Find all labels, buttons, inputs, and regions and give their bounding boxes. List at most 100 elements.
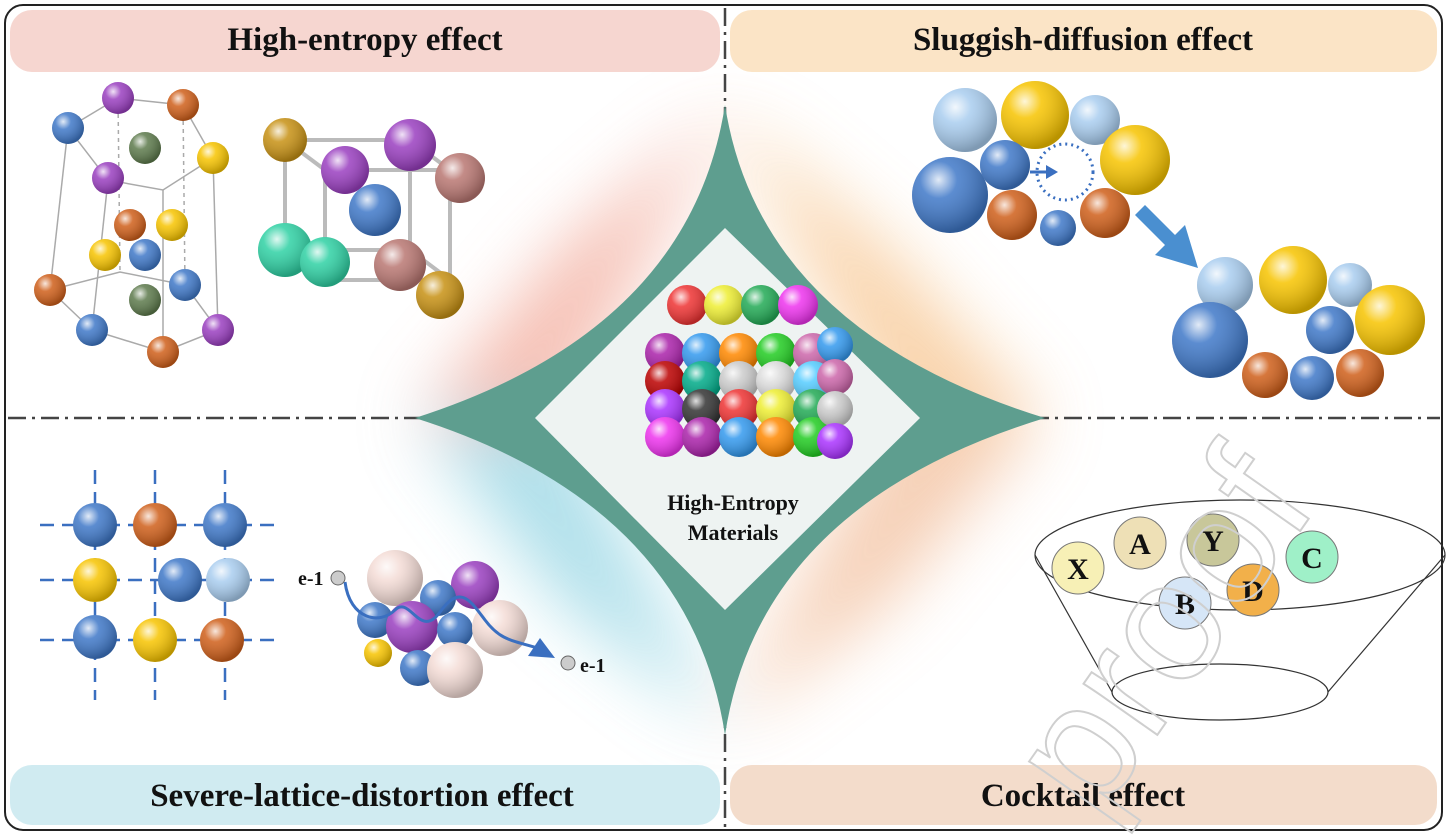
element-circle [1158,576,1212,630]
sphere-highlight [206,558,250,602]
sphere-highlight [133,618,177,662]
sphere-highlight [34,274,66,306]
center-title-line1: High-Entropy [667,490,799,515]
figure-frame [4,4,1443,831]
header-sluggish-diffusion: Sluggish-diffusion effect [730,10,1437,72]
svg-text:Sluggish-diffusion effect: Sluggish-diffusion effect [913,22,1253,58]
sphere-highlight [435,153,485,203]
element-D: D [1226,563,1280,617]
sphere-highlight [321,146,369,194]
sphere-highlight [1290,356,1334,400]
sphere-highlight [357,602,393,638]
sphere-highlight [133,503,177,547]
sphere-highlight [1306,306,1354,354]
sphere-highlight [1172,302,1248,378]
sphere-highlight [817,327,853,363]
cocktail-elements: XA Y C B D [1051,513,1339,630]
sphere-highlight [1242,352,1288,398]
sphere-highlight [933,88,997,152]
sphere-highlight [472,600,528,656]
sphere-highlight [367,550,423,606]
sphere-highlight [778,285,818,325]
sphere-highlight [1336,349,1384,397]
sphere-highlight [427,642,483,698]
element-X: X [1051,541,1105,595]
sphere-highlight [263,118,307,162]
sphere-highlight [52,112,84,144]
element-circle [1285,530,1339,584]
sphere-highlight [258,223,312,277]
sphere-highlight [1197,257,1253,313]
svg-text:Cocktail effect: Cocktail effect [981,778,1185,814]
transition-arrow-icon [1135,205,1198,268]
header-cocktail: Cocktail effect [730,765,1437,825]
sphere-highlight [89,239,121,271]
element-label: A [1129,528,1151,561]
sphere-highlight [349,184,401,236]
vacancy-site [1035,142,1095,202]
sphere-highlight [987,190,1037,240]
element-Y: Y [1186,513,1240,567]
electron-in-label: e-1 [298,568,324,590]
sphere-highlight [129,284,161,316]
sphere-highlight [92,162,124,194]
sphere-highlight [980,140,1030,190]
sphere-highlight [1001,81,1069,149]
sphere-highlight [719,417,759,457]
sphere-highlight [114,209,146,241]
sphere-highlight [197,142,229,174]
sphere-highlight [416,271,464,319]
sphere-highlight [645,361,685,401]
sphere-highlight [202,314,234,346]
sphere-highlight [1080,188,1130,238]
element-label: B [1175,588,1195,621]
sphere-highlight [719,333,759,373]
sphere-highlight [682,417,722,457]
sphere-highlight [645,333,685,373]
sphere-highlight [129,239,161,271]
diffusion-atoms [912,81,1425,400]
sphere-highlight [437,612,473,648]
sphere-highlight [420,580,456,616]
sphere-highlight [384,119,436,171]
electron-out-label: e-1 [580,655,606,677]
sphere-highlight [200,618,244,662]
sphere-highlight [667,285,707,325]
sphere-highlight [912,157,988,233]
sphere-highlight [73,558,117,602]
hea-sphere-cube [645,285,853,459]
sphere-highlight [73,503,117,547]
diffusion-arrowhead-icon [1046,165,1058,179]
background-glows [420,110,1040,730]
sphere-highlight [1355,285,1425,355]
center-title-line2: Materials [688,520,779,545]
sphere-highlight [1040,210,1076,246]
element-label: C [1301,542,1323,575]
sphere-highlight [169,269,201,301]
element-label: D [1242,575,1264,608]
sphere-highlight [386,601,438,653]
sphere-highlight [76,314,108,346]
header-high-entropy: High-entropy effect [10,10,720,72]
sphere-highlight [73,615,117,659]
sphere-highlight [129,132,161,164]
lattice-atoms [73,503,528,698]
sphere-highlight [719,389,759,429]
sphere-highlight [719,361,759,401]
sphere-highlight [364,639,392,667]
sphere-highlight [400,650,436,686]
electron-in [330,570,346,586]
sphere-highlight [645,389,685,429]
sphere-highlight [374,239,426,291]
sphere-highlight [817,423,853,459]
header-lattice-distortion: Severe-lattice-distortion effect [10,765,720,825]
sphere-highlight [1100,125,1170,195]
electron-out [560,655,576,671]
sphere-highlight [756,389,796,429]
sphere-highlight [682,361,722,401]
sphere-highlight [682,333,722,373]
sphere-highlight [203,503,247,547]
svg-text:High-entropy effect: High-entropy effect [227,22,502,58]
svg-text:Severe-lattice-distortion effe: Severe-lattice-distortion effect [150,778,574,814]
element-label: Y [1202,525,1224,558]
